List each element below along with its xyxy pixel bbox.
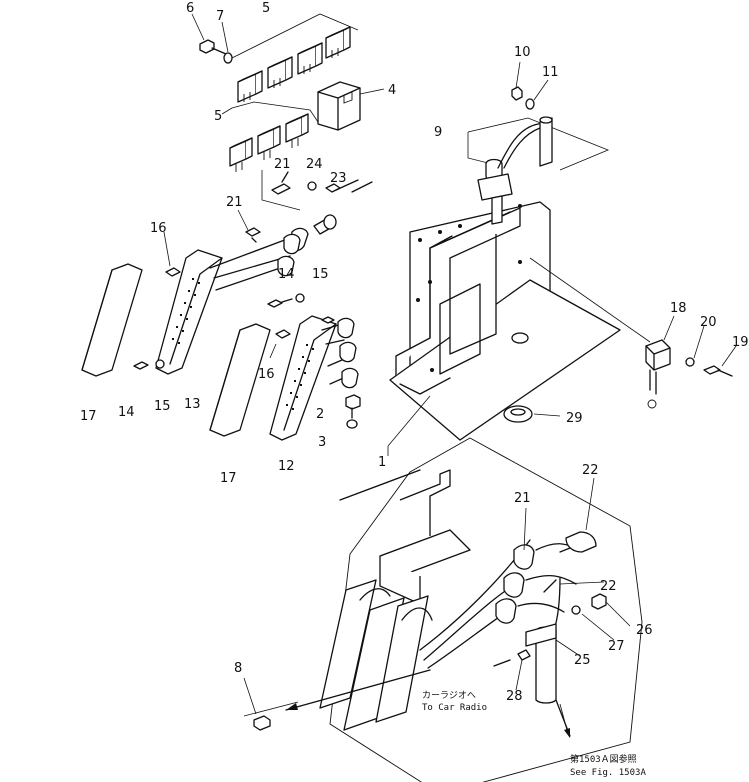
callout-9: 9: [434, 125, 442, 140]
callout-21-lower: 21: [514, 491, 531, 506]
callout-5-upper: 5: [262, 1, 270, 16]
callout-17-mid: 17: [220, 471, 237, 486]
callout-12: 12: [278, 459, 295, 474]
callout-5-lower: 5: [214, 109, 222, 124]
note-radio-jp: カーラジオへ: [422, 690, 476, 701]
callout-24: 24: [306, 157, 323, 172]
note-radio-en: To Car Radio: [422, 703, 487, 713]
callout-25: 25: [574, 653, 591, 668]
callout-20: 20: [700, 315, 717, 330]
callout-29: 29: [566, 411, 583, 426]
installed-detail-view: [243, 437, 643, 782]
callout-11: 11: [542, 65, 559, 80]
callout-14-top: 14: [278, 267, 295, 282]
callout-21-left: 21: [226, 195, 243, 210]
grommet-29: [503, 405, 561, 423]
callout-2: 2: [316, 407, 324, 422]
main-bracket-1: [387, 201, 621, 456]
callout-26: 26: [636, 623, 653, 638]
part-18: [529, 257, 737, 409]
callout-16-mid: 16: [258, 367, 275, 382]
callout-14-bottom: 14: [118, 405, 135, 420]
callout-10: 10: [514, 45, 531, 60]
callout-15-top: 15: [312, 267, 329, 282]
relay-group-upper: [191, 13, 385, 131]
callout-19: 19: [732, 335, 749, 350]
callout-15-bottom: 15: [154, 399, 171, 414]
callout-22-top: 22: [582, 463, 599, 478]
callout-6: 6: [186, 1, 194, 16]
bolt-6: [199, 39, 227, 55]
callout-28: 28: [506, 689, 523, 704]
note-fig-jp: 第1503Ａ図参照: [570, 753, 637, 765]
callout-23: 23: [330, 171, 347, 186]
callout-18: 18: [670, 301, 687, 316]
callout-labels: 6 7 5 4 5 10 11 9 21 24 23 21 16 14 15 1…: [80, 1, 749, 778]
callout-17-left: 17: [80, 409, 97, 424]
connector-12: [209, 315, 361, 441]
callout-7: 7: [216, 9, 224, 24]
callout-1: 1: [378, 455, 386, 470]
connector-13: [81, 231, 305, 377]
parts-21-23-24: [237, 170, 373, 252]
note-fig-en: See Fig. 1503A: [570, 768, 646, 778]
part-8-clip: [243, 677, 271, 731]
part-9-switch: [467, 61, 610, 225]
relay-group-lower: [221, 101, 319, 172]
callout-22-mid: 22: [600, 579, 617, 594]
callout-16-left: 16: [150, 221, 167, 236]
callout-27: 27: [608, 639, 625, 654]
callout-3: 3: [318, 435, 326, 450]
callout-21-top: 21: [274, 157, 291, 172]
callout-4: 4: [388, 83, 396, 98]
callout-13: 13: [184, 397, 201, 412]
callout-8: 8: [234, 661, 242, 676]
